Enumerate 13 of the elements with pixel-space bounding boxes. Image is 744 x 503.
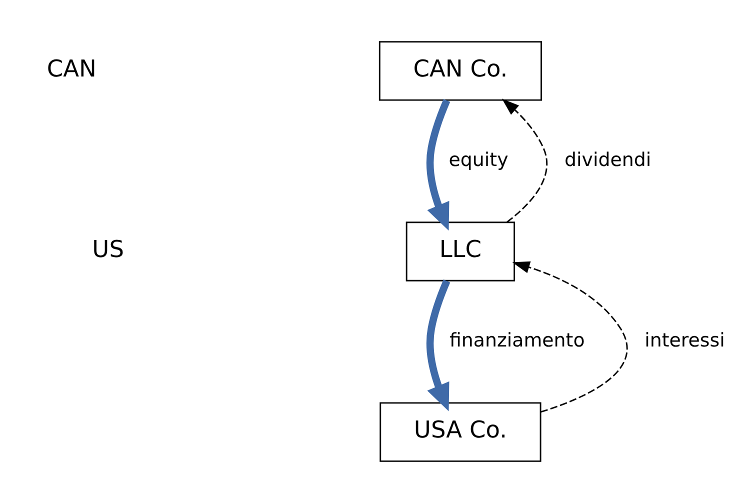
edge-label: finanziamento [450, 330, 585, 352]
node-box: USA Co. [380, 402, 542, 462]
arrow [426, 280, 450, 412]
arrow [512, 261, 628, 413]
edge-label: equity [448, 149, 508, 172]
arrow [426, 99, 450, 231]
arrow [502, 98, 548, 223]
label: CAN [46, 55, 96, 82]
edge-label: interessi [644, 330, 725, 352]
edge-label: dividendi [564, 149, 652, 172]
label: US [92, 236, 124, 264]
node-box: CAN Co. [378, 41, 542, 101]
node-box: LLC [406, 222, 516, 282]
